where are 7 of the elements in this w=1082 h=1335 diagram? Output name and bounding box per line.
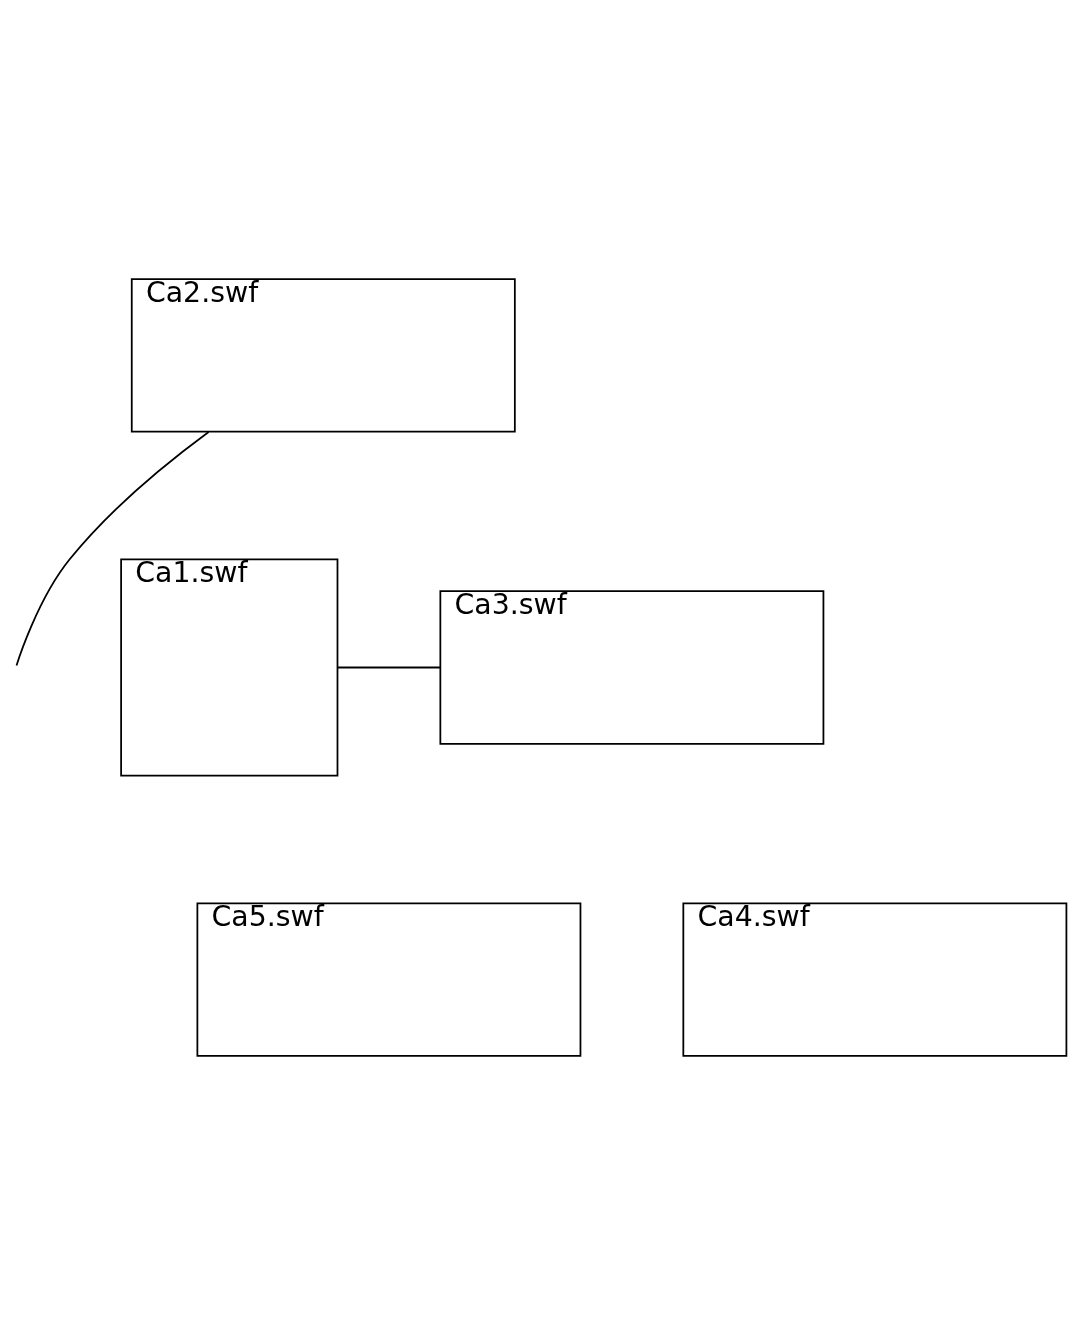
node-box: Ca3.swf — [439, 590, 825, 745]
node-box: Ca1.swf — [120, 558, 339, 777]
node-box: Ca2.swf — [130, 278, 516, 433]
connector — [15, 431, 210, 667]
node-box: Ca4.swf — [682, 902, 1068, 1057]
node-box: Ca5.swf — [196, 902, 582, 1057]
connector — [336, 666, 441, 669]
